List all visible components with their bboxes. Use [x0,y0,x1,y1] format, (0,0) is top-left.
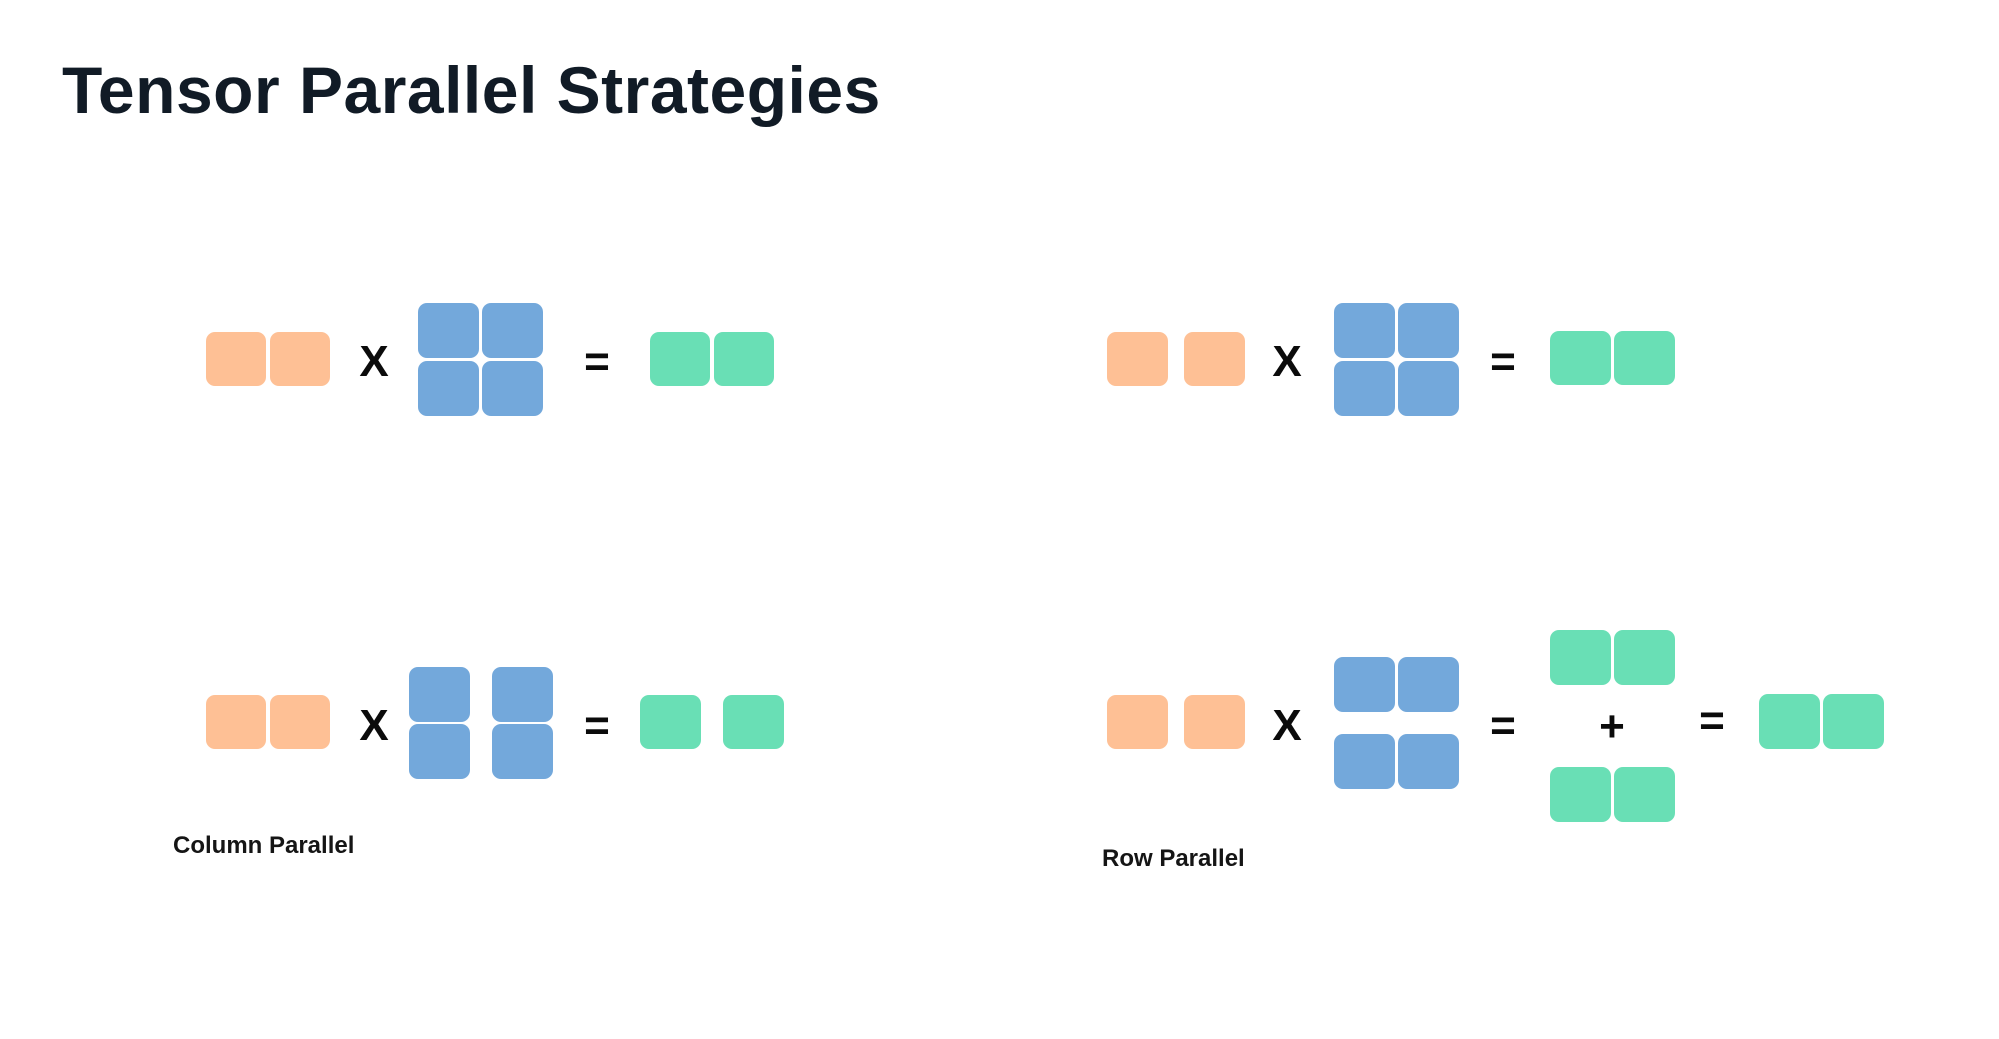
page-title: Tensor Parallel Strategies [62,53,881,127]
equals-symbol: = [1490,701,1516,750]
input-block [206,332,266,386]
weight-block [482,361,543,416]
weight-block [1334,303,1395,358]
plus-symbol: + [1599,702,1625,751]
multiply-symbol: X [1272,337,1302,386]
equals-symbol: = [1490,337,1516,386]
output-block [723,695,784,749]
multiply-symbol: X [359,337,389,386]
multiply-symbol: X [359,701,389,750]
weight-block [1398,734,1459,789]
input-block [270,695,330,749]
weight-block [409,667,470,722]
weight-block [492,724,553,779]
output-block [1550,331,1611,385]
partial-output-block [1614,767,1675,822]
output-block [640,695,701,749]
row-parallel-label: Row Parallel [1102,845,1245,872]
equals-symbol: = [584,701,610,750]
input-block [1184,695,1245,749]
partial-output-block [1550,767,1611,822]
output-block [1759,694,1820,749]
weight-block [409,724,470,779]
column-parallel-label: Column Parallel [173,832,355,859]
output-block [1823,694,1884,749]
equals-symbol: = [584,337,610,386]
weight-block [1334,734,1395,789]
weight-block [492,667,553,722]
output-block [714,332,774,386]
multiply-symbol: X [1272,701,1302,750]
equals-symbol: = [1699,696,1725,745]
weight-block [1334,657,1395,712]
weight-block [1398,361,1459,416]
weight-block [1398,657,1459,712]
weight-block [418,361,479,416]
input-block [1107,695,1168,749]
input-block [1184,332,1245,386]
input-block [270,332,330,386]
weight-block [418,303,479,358]
output-block [650,332,710,386]
input-block [206,695,266,749]
weight-block [482,303,543,358]
weight-block [1398,303,1459,358]
weight-block [1334,361,1395,416]
partial-output-block [1614,630,1675,685]
partial-output-block [1550,630,1611,685]
output-block [1614,331,1675,385]
input-block [1107,332,1168,386]
